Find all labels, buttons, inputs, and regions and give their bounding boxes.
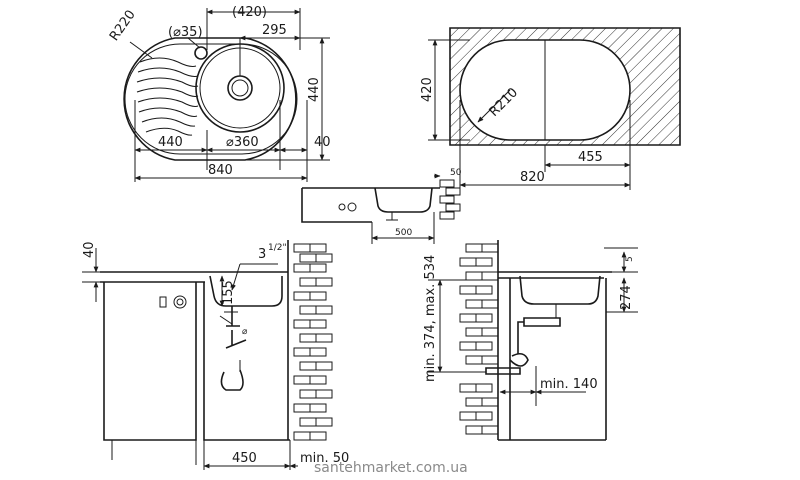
label-height-range: min. 374, max. 534 <box>423 255 438 382</box>
label-total-width: 840 <box>208 163 233 178</box>
small-wall <box>439 179 461 220</box>
label-height: 440 <box>307 77 322 102</box>
left-wall-bricks <box>293 243 333 441</box>
left-section-view: 40 ⌀ 155 3 1/2" <box>82 240 349 470</box>
label-cabinet-depth: 450 <box>232 451 257 466</box>
label-cutout-height: 420 <box>420 77 435 102</box>
label-bowl-diameter: ⌀360 <box>226 135 259 150</box>
label-pipe: 3 <box>258 247 266 262</box>
sink-top-view: R220 (⌀35) (420) 295 440 440 ⌀360 40 840 <box>107 5 331 182</box>
right-section-view: 5 274 min. 374, max. 534 min. 140 <box>423 240 638 441</box>
drainer-grooves <box>136 57 199 136</box>
label-left-rim: 40 <box>82 241 97 258</box>
label-right-rim: 5 <box>625 256 635 262</box>
label-cutout-offset: 455 <box>578 150 603 165</box>
label-small-width: 500 <box>395 228 412 238</box>
label-small-depth: 50 <box>450 168 462 178</box>
label-edge: 40 <box>314 135 331 150</box>
label-pipe-fraction: 1/2" <box>268 243 287 253</box>
tap-hole <box>194 46 208 60</box>
label-radius: R220 <box>107 8 139 44</box>
cutout-view: 420 R210 455 820 <box>420 27 681 190</box>
label-tap-hole: (⌀35) <box>168 25 203 40</box>
right-wall-bricks <box>459 243 499 435</box>
label-drainer-width: 440 <box>158 135 183 150</box>
label-wall-gap: min. 50 <box>300 451 349 466</box>
label-cutout-total-width: 820 <box>520 170 545 185</box>
sink-inner-rim <box>124 43 298 155</box>
label-clearance: min. 140 <box>540 377 598 392</box>
label-width-bracket: (420) <box>232 5 267 20</box>
drain-inner <box>231 79 249 97</box>
pipe-mark: ⌀ <box>242 327 248 337</box>
label-right-bowl-depth: 274 <box>619 285 634 310</box>
label-offset: 295 <box>262 23 287 38</box>
small-section-view: 50 500 <box>301 168 462 244</box>
watermark: santehmarket.com.ua <box>314 460 468 476</box>
